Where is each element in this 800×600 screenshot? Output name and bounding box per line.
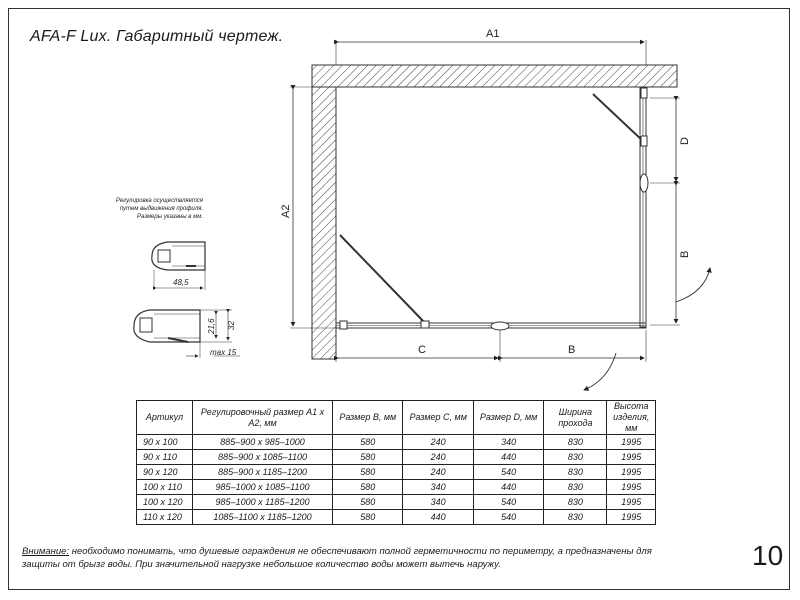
table-header-row: Артикул Регулировочный размер A1 x A2, м… xyxy=(136,400,656,435)
table-row: 100 x 120 985–1000 x 1185–1200 580 340 5… xyxy=(136,494,656,510)
table-cell: 340 xyxy=(402,479,474,495)
table-row: 90 x 110 885–900 x 1085–1100 580 240 440… xyxy=(136,449,656,465)
table-cell: 540 xyxy=(472,494,545,510)
table-cell: 240 xyxy=(402,449,474,465)
dim-d-label: D xyxy=(679,137,691,145)
page-title: AFA-F Lux. Габаритный чертеж. xyxy=(30,28,284,45)
table-cell: 240 xyxy=(402,434,474,450)
table-cell: 1995 xyxy=(606,434,656,450)
warning-text: необходимо понимать, что душевые огражде… xyxy=(22,546,652,570)
table-cell: 90 x 120 xyxy=(136,464,193,480)
table-cell: 440 xyxy=(472,449,545,465)
dim-a2-label: A2 xyxy=(280,205,292,218)
profile-note-line: Регулировка осуществляется xyxy=(116,198,204,204)
table-cell: 580 xyxy=(332,464,404,480)
profile-note-line: Размеры указаны в мм. xyxy=(137,214,203,220)
table-cell: 1995 xyxy=(606,509,656,525)
table-cell: 580 xyxy=(332,434,404,450)
table-row: 110 x 120 1085–1100 x 1185–1200 580 440 … xyxy=(136,509,656,525)
profile-note-line: путем выдвижения профиля. xyxy=(120,206,203,212)
profile-width-label: 48,5 xyxy=(173,278,189,287)
table-cell: 985–1000 x 1085–1100 xyxy=(191,479,334,495)
table-cell: 1995 xyxy=(606,449,656,465)
profile-detail-top: 48,5 xyxy=(151,241,206,290)
table-cell: 1995 xyxy=(606,464,656,480)
table-cell: 830 xyxy=(543,464,608,480)
table-cell: 110 x 120 xyxy=(136,509,193,525)
dim-b-right-label: B xyxy=(679,251,691,258)
table-cell: 885–900 x 985–1000 xyxy=(191,434,334,450)
table-cell: 100 x 110 xyxy=(136,479,193,495)
table-cell: 540 xyxy=(472,464,545,480)
col-header: Артикул xyxy=(136,400,193,435)
profile-outer-height-label: 32 xyxy=(227,321,236,330)
front-door-open xyxy=(339,234,426,324)
table-row: 100 x 110 985–1000 x 1085–1100 580 340 4… xyxy=(136,479,656,495)
table-cell: 240 xyxy=(402,464,474,480)
handle-icon xyxy=(639,173,649,193)
dim-c-label: C xyxy=(418,344,426,356)
table-cell: 830 xyxy=(543,434,608,450)
profile-max-label: max 15 xyxy=(210,348,237,357)
warning-note: Внимание: необходимо понимать, что душев… xyxy=(22,545,682,571)
dim-b-bottom-label: B xyxy=(568,344,575,356)
table-row: 90 x 120 885–900 x 1185–1200 580 240 540… xyxy=(136,464,656,480)
profile-detail-bottom: 32 21,6 max 15 xyxy=(133,309,240,358)
handle-icon xyxy=(490,321,510,331)
table-cell: 830 xyxy=(543,479,608,495)
spec-table: Артикул Регулировочный размер A1 x A2, м… xyxy=(136,400,656,525)
table-cell: 90 x 110 xyxy=(136,449,193,465)
table-cell: 830 xyxy=(543,449,608,465)
table-cell: 885–900 x 1085–1100 xyxy=(191,449,334,465)
table-cell: 90 x 100 xyxy=(136,434,193,450)
table-cell: 830 xyxy=(543,494,608,510)
left-wall xyxy=(311,86,337,360)
table-cell: 440 xyxy=(472,479,545,495)
table-cell: 580 xyxy=(332,509,404,525)
col-header: Регулировочный размер A1 x A2, мм xyxy=(191,400,334,435)
col-header: Размер D, мм xyxy=(472,400,545,435)
table-cell: 440 xyxy=(402,509,474,525)
col-header: Ширина прохода xyxy=(543,400,608,435)
page-frame xyxy=(8,8,790,590)
table-cell: 100 x 120 xyxy=(136,494,193,510)
table-cell: 985–1000 x 1185–1200 xyxy=(191,494,334,510)
side-door-open xyxy=(592,93,645,143)
table-cell: 540 xyxy=(472,509,545,525)
table-cell: 580 xyxy=(332,479,404,495)
table-cell: 340 xyxy=(402,494,474,510)
table-cell: 580 xyxy=(332,449,404,465)
door-swing-arrow-icon xyxy=(675,267,712,303)
table-cell: 1085–1100 x 1185–1200 xyxy=(191,509,334,525)
table-cell: 830 xyxy=(543,509,608,525)
table-cell: 885–900 x 1185–1200 xyxy=(191,464,334,480)
table-row: 90 x 100 885–900 x 985–1000 580 240 340 … xyxy=(136,434,656,450)
profile-inner-height-label: 21,6 xyxy=(207,318,216,335)
col-header: Размер C, мм xyxy=(402,400,474,435)
col-header: Высота изделия, мм xyxy=(606,400,656,435)
door-swing-arrow-icon xyxy=(583,352,617,391)
col-header: Размер B, мм xyxy=(332,400,404,435)
table-cell: 1995 xyxy=(606,479,656,495)
table-cell: 580 xyxy=(332,494,404,510)
top-wall xyxy=(311,64,678,88)
warning-label: Внимание: xyxy=(22,546,70,557)
table-cell: 340 xyxy=(472,434,545,450)
dim-a1-label: A1 xyxy=(486,28,499,40)
page-number: 10 xyxy=(752,540,784,571)
table-cell: 1995 xyxy=(606,494,656,510)
